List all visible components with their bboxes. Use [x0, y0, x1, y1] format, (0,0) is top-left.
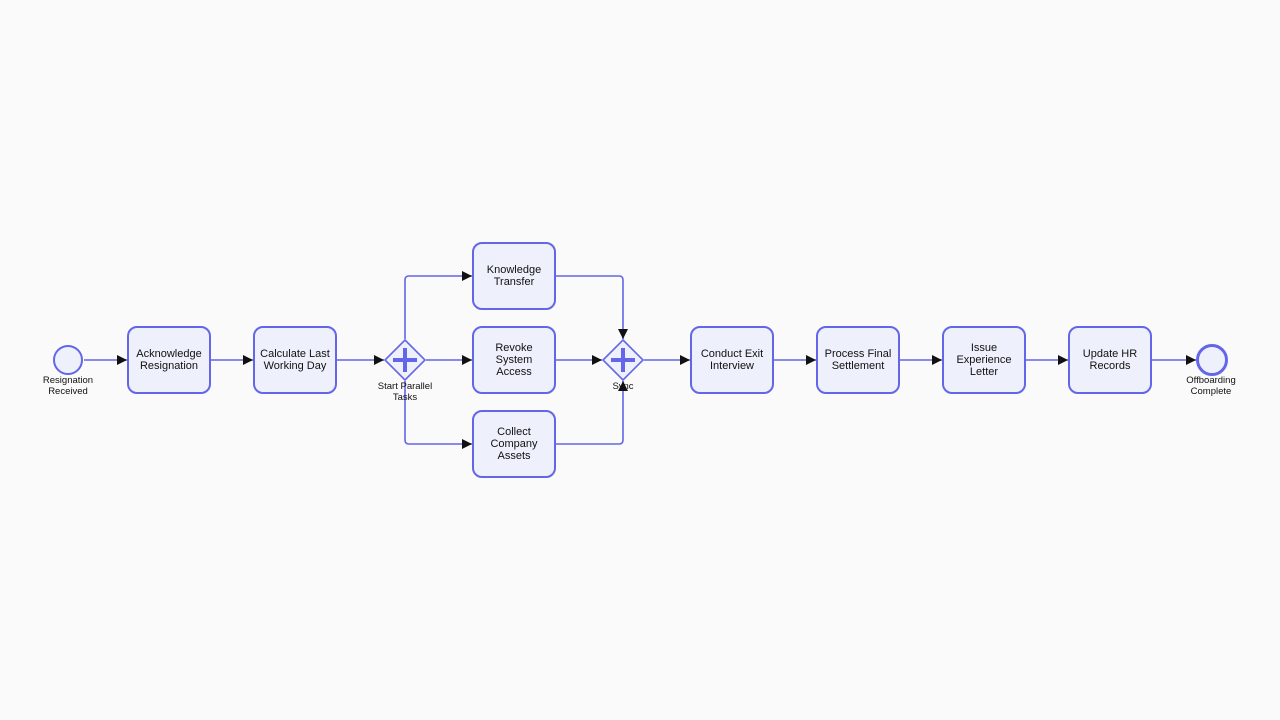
- join-gateway-label: Sync: [612, 381, 634, 392]
- task-issue-experience-letter[interactable]: Issue Experience Letter: [942, 326, 1026, 394]
- parallel-gateway-join[interactable]: [602, 339, 644, 381]
- task-update-hr-records[interactable]: Update HR Records: [1068, 326, 1152, 394]
- task-conduct-exit-interview[interactable]: Conduct Exit Interview: [690, 326, 774, 394]
- end-event: [1196, 344, 1228, 376]
- flow-collect-to-join: [556, 381, 628, 445]
- task-knowledge-transfer[interactable]: Knowledge Transfer: [472, 242, 556, 310]
- parallel-gateway-split[interactable]: [384, 339, 426, 381]
- start-event: [53, 345, 83, 375]
- task-calculate-last-working-day[interactable]: Calculate Last Working Day: [253, 326, 337, 394]
- plus-icon: [611, 348, 635, 372]
- task-revoke-system-access[interactable]: Revoke System Access: [472, 326, 556, 394]
- task-process-final-settlement[interactable]: Process Final Settlement: [816, 326, 900, 394]
- task-collect-company-assets[interactable]: Collect Company Assets: [472, 410, 556, 478]
- split-gateway-label: Start Parallel Tasks: [377, 381, 433, 403]
- end-event-label: Offboarding Complete: [1186, 375, 1236, 397]
- plus-icon: [393, 348, 417, 372]
- start-event-label: Resignation Received: [42, 375, 94, 397]
- flow-knowledge-to-join: [556, 275, 628, 339]
- task-acknowledge-resignation[interactable]: Acknowledge Resignation: [127, 326, 211, 394]
- flow-split-to-knowledge: [404, 271, 472, 339]
- flow-split-to-collect: [404, 381, 472, 449]
